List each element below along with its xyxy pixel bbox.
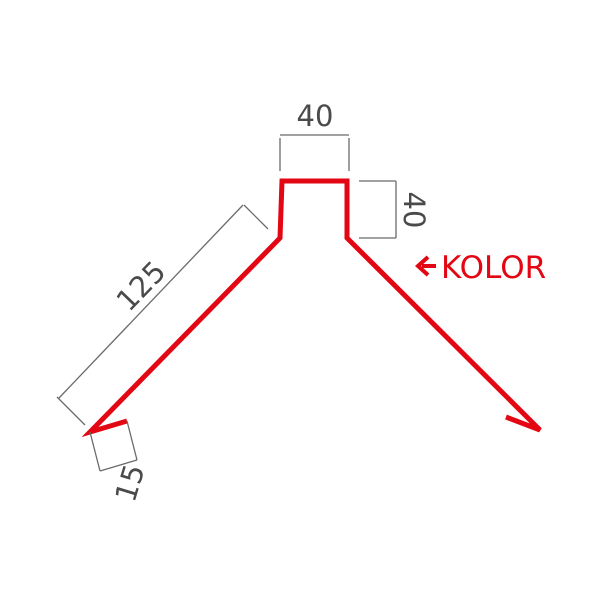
dimension-label-slope: 125 <box>110 254 173 317</box>
dimension-top-height <box>359 180 397 239</box>
dimension-top-width <box>279 134 350 171</box>
profile-outline <box>81 178 542 438</box>
dimension-label-top-height: 40 <box>397 192 431 229</box>
dimension-label-top-width: 40 <box>297 99 334 133</box>
kolor-label: KOLOR <box>441 250 546 286</box>
dimension-hem <box>89 420 138 472</box>
arrow-left-icon <box>415 255 436 277</box>
dimension-slope <box>56 204 269 426</box>
kolor-callout: KOLOR <box>415 250 546 286</box>
